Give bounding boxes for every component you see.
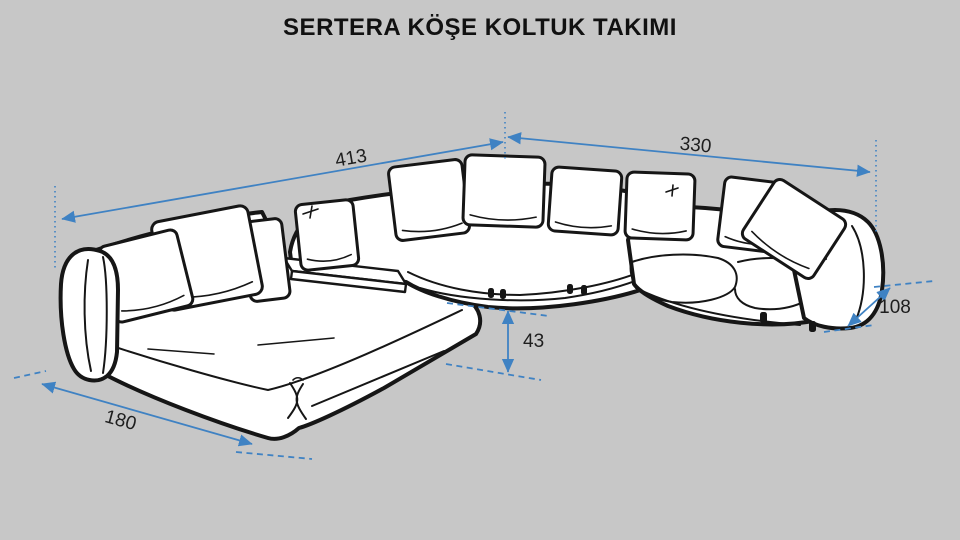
pillow xyxy=(740,177,848,281)
pillow xyxy=(623,170,697,242)
extension-line xyxy=(13,370,47,379)
pillow xyxy=(546,165,624,237)
dimension-line xyxy=(847,287,891,327)
right-skirt-edge xyxy=(635,287,801,326)
dimension-line xyxy=(507,132,871,177)
dimension-label: 330 xyxy=(679,134,713,158)
extension-line xyxy=(446,302,550,317)
dimension-label: 413 xyxy=(334,145,369,171)
page-title: SERTERA KÖŞE KOLTUK TAKIMI xyxy=(283,14,677,41)
pillow xyxy=(461,153,547,229)
dimension-line xyxy=(61,138,504,223)
chaise-seat-edge xyxy=(99,309,463,391)
left-arm-seam-2 xyxy=(102,256,108,374)
corner-skirt-edge xyxy=(419,279,639,302)
fabric-tie-detail xyxy=(287,376,307,420)
right-cushion-1 xyxy=(629,253,738,304)
dimension-108: 108 xyxy=(823,280,935,333)
left-arm-outline xyxy=(58,247,120,383)
chaise-crease-1 xyxy=(147,348,215,355)
corner-seat-edge xyxy=(407,271,641,296)
left-arm-seam-1 xyxy=(83,259,92,372)
chaise-mattress-seam xyxy=(311,350,445,407)
sofa-feet xyxy=(488,284,816,332)
dimension-330: 330 xyxy=(507,132,877,232)
dimension-line xyxy=(41,381,253,447)
shelf-front xyxy=(289,269,408,294)
extension-line xyxy=(235,451,313,460)
pillow xyxy=(387,158,471,242)
dimension-43: 43 xyxy=(445,302,550,381)
left-arm xyxy=(58,247,120,383)
extension-line xyxy=(445,363,542,381)
dimension-413: 413 xyxy=(54,112,506,268)
dimension-annotations: 413 330 108 43 xyxy=(13,112,935,460)
dimension-label: 43 xyxy=(523,331,544,352)
chaise-crease-2 xyxy=(257,337,335,346)
dimension-label: 108 xyxy=(879,297,911,318)
pillow xyxy=(293,198,361,272)
